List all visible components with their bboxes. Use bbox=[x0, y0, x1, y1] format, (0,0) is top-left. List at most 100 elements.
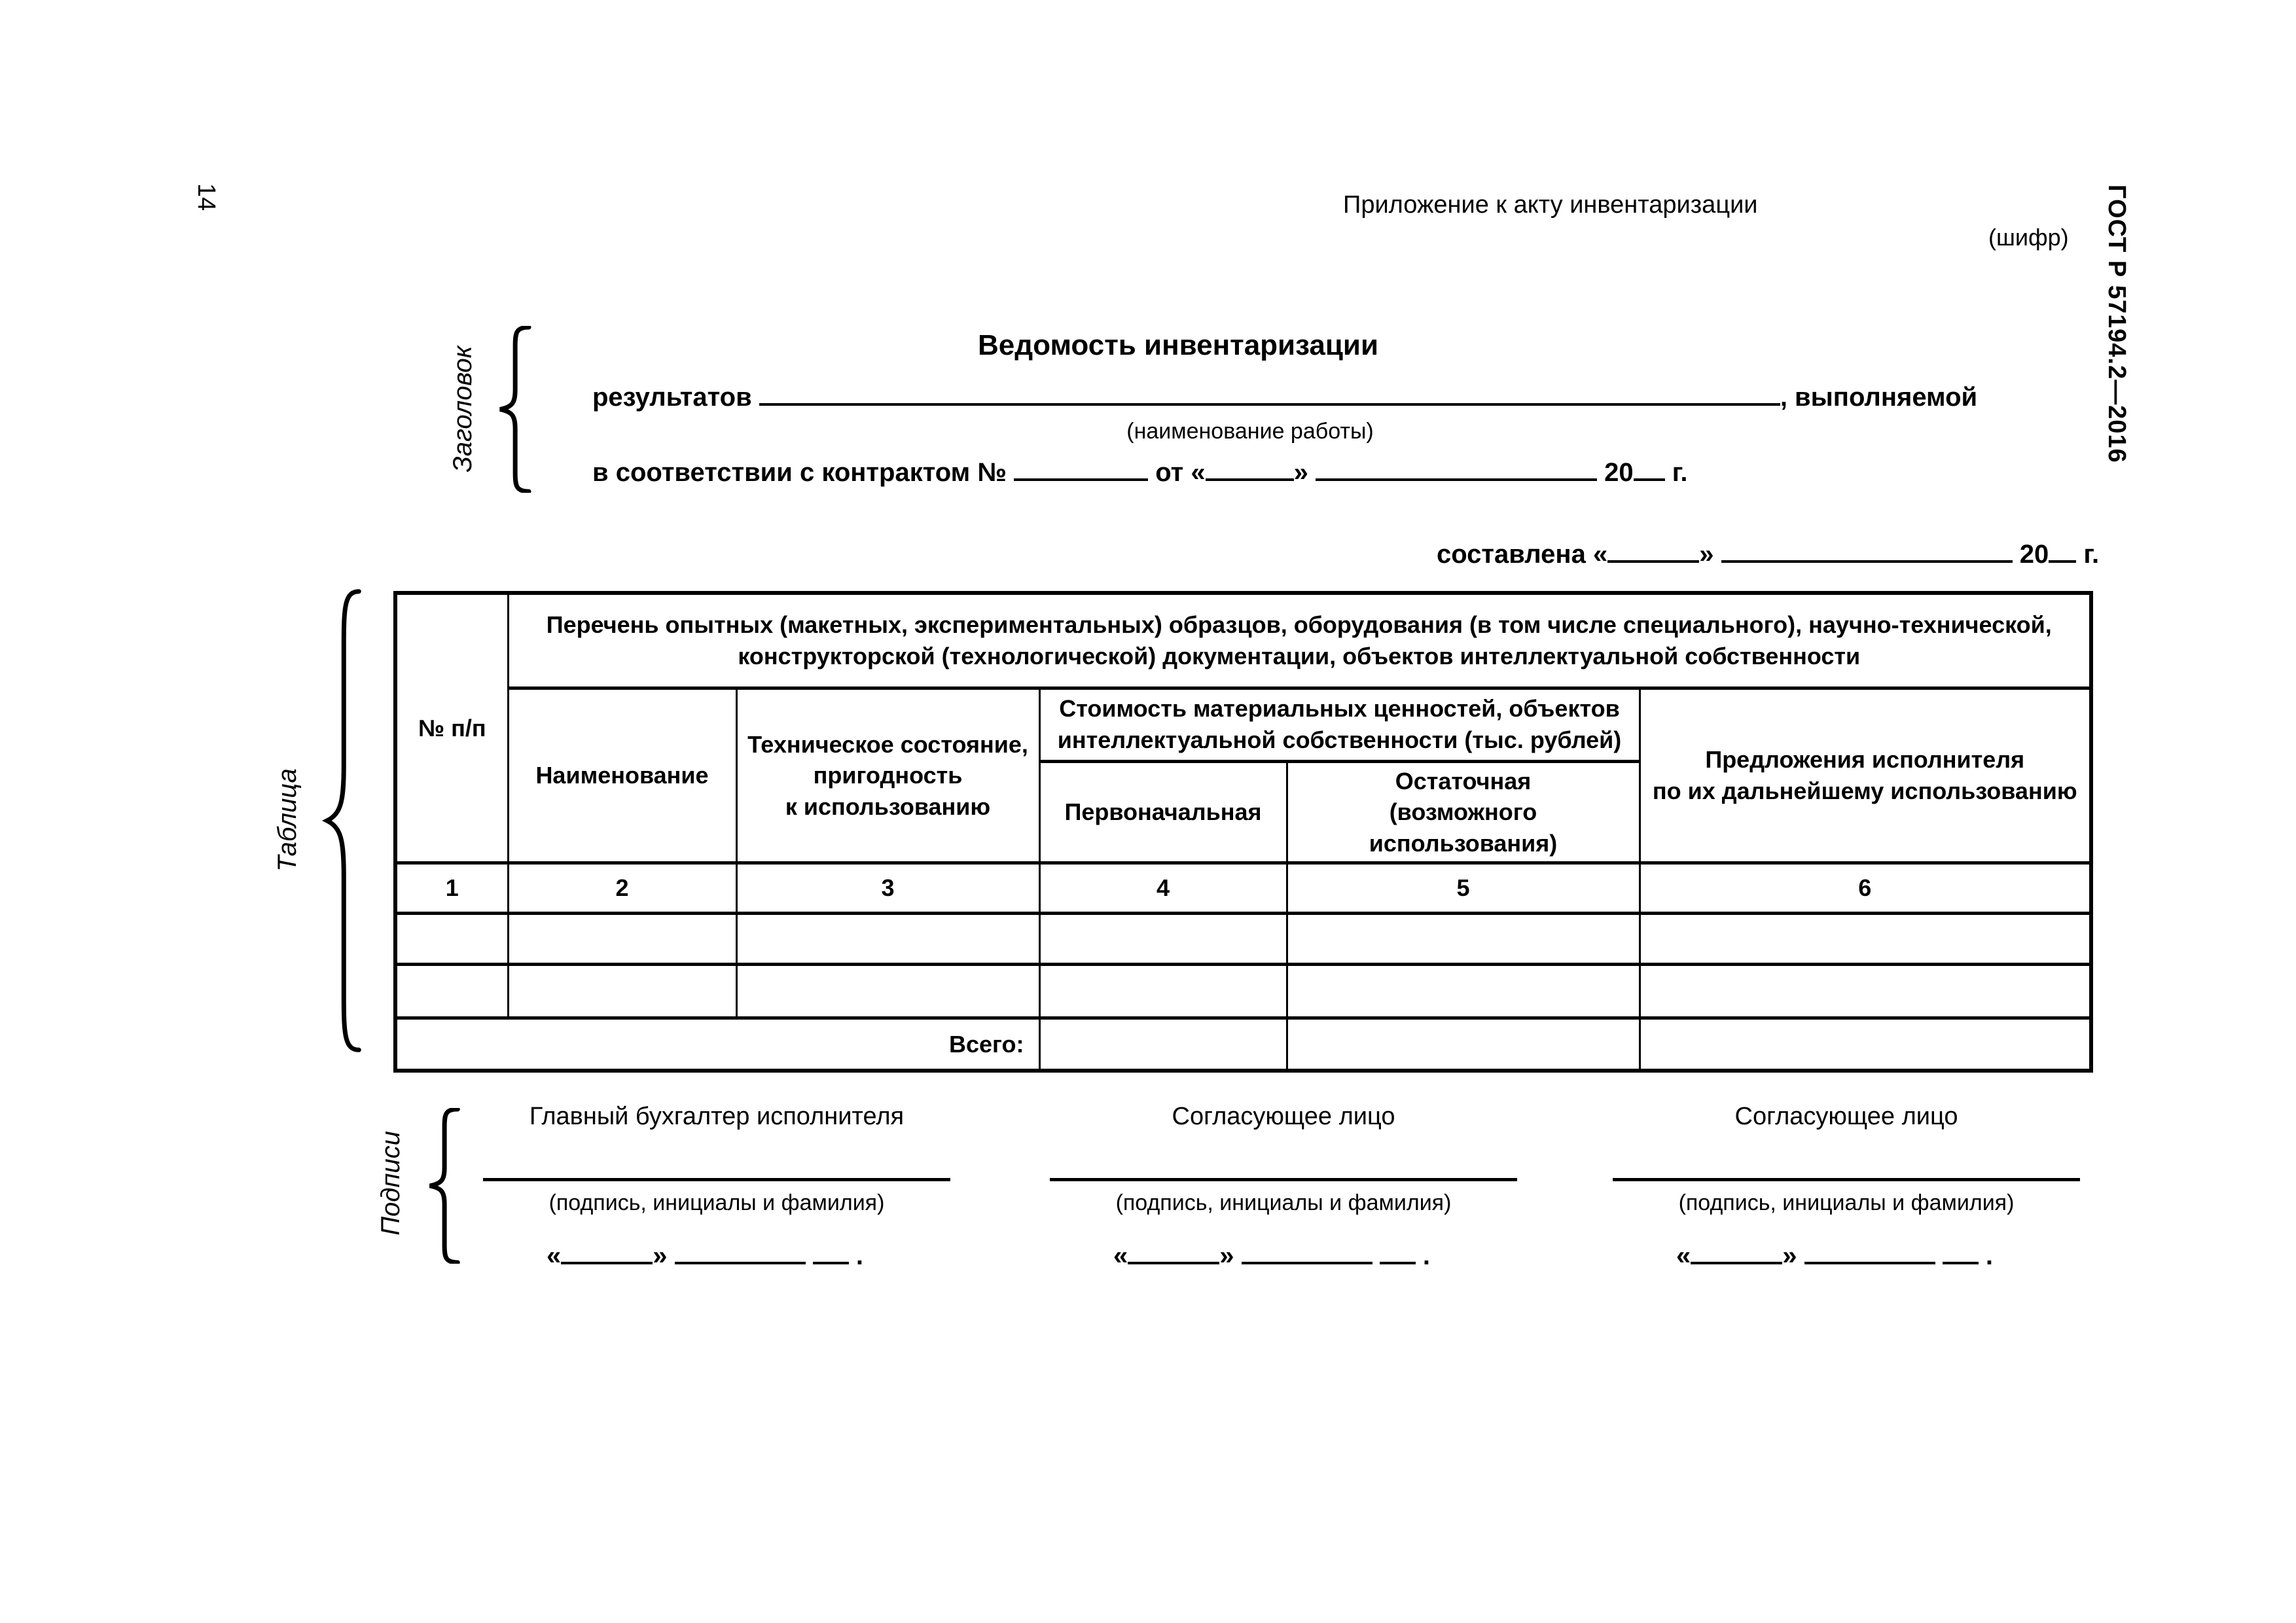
blank-line bbox=[1633, 456, 1665, 481]
gost-designation: ГОСТ Р 57194.2—2016 bbox=[2103, 185, 2130, 463]
composed-line: составлена «» 20 г. bbox=[1437, 538, 2099, 569]
table-row: № п/п Перечень опытных (макетных, экспер… bbox=[394, 591, 2091, 863]
blank-line bbox=[1128, 1240, 1220, 1264]
year-suffix: г. bbox=[2083, 540, 2100, 569]
signature-block-approver-2: Согласующее лицо (подпись, инициалы и фа… bbox=[1611, 1103, 2082, 1271]
header-cell-cost: Стоимость материальных ценностей, объект… bbox=[1038, 686, 1640, 761]
results-line: результатов , выполняемой bbox=[592, 381, 1977, 412]
signature-date-line: «» . bbox=[1676, 1240, 2082, 1271]
contract-prefix: в соответствии с контрактом № bbox=[592, 458, 1007, 487]
table-brace-icon bbox=[322, 588, 364, 1054]
empty-cell bbox=[507, 912, 736, 965]
column-number: 2 bbox=[507, 861, 736, 914]
signature-date-line: « » . bbox=[547, 1240, 952, 1271]
signatures-brace-icon bbox=[425, 1108, 462, 1264]
header-cell-tech-state: Техническое состояние, пригодность к исп… bbox=[735, 686, 1039, 863]
table-row: Первоначальная Остаточная (возможного ис… bbox=[395, 759, 2091, 863]
empty-cell bbox=[1285, 1016, 1640, 1071]
blank-line bbox=[1241, 1240, 1372, 1264]
column-number: 4 bbox=[1038, 861, 1287, 914]
open-quote: « bbox=[1191, 458, 1206, 487]
period: . bbox=[1985, 1241, 1993, 1270]
empty-cell bbox=[1285, 912, 1640, 965]
open-quote: « bbox=[547, 1241, 562, 1270]
signature-block-approver-1: Согласующее лицо (подпись, инициалы и фа… bbox=[1048, 1103, 1519, 1271]
signatures-section-label: Подписи bbox=[376, 1131, 405, 1236]
blank-line bbox=[1942, 1240, 1979, 1264]
inventory-table-wrap: № п/п Перечень опытных (макетных, экспер… bbox=[393, 591, 2093, 1073]
empty-cell bbox=[1638, 963, 2091, 1018]
open-quote: « bbox=[1113, 1241, 1128, 1270]
quoted-blank: «» bbox=[1676, 1241, 1797, 1270]
blank-line bbox=[674, 1240, 806, 1264]
empty-cell bbox=[1038, 912, 1287, 965]
column-number: 1 bbox=[394, 861, 508, 914]
empty-cell bbox=[1285, 963, 1640, 1018]
results-prefix: результатов bbox=[592, 383, 752, 412]
blank-line bbox=[1691, 1240, 1783, 1264]
signature-caption: (подпись, инициалы и фамилия) bbox=[548, 1190, 885, 1215]
header-cell-name: Наименование bbox=[507, 686, 736, 863]
cipher-caption: (шифр) bbox=[1988, 224, 2069, 251]
header-cell-cost-residual: Остаточная (возможного использования) bbox=[1285, 759, 1640, 863]
signature-role: Согласующее лицо bbox=[1734, 1103, 1958, 1130]
composed-prefix: составлена bbox=[1437, 540, 1586, 569]
header-brace-icon bbox=[495, 326, 533, 493]
close-quote: » bbox=[1699, 540, 1714, 569]
inventory-table: № п/п Перечень опытных (макетных, экспер… bbox=[393, 591, 2093, 1073]
year-suffix: г. bbox=[1672, 458, 1688, 487]
empty-cell bbox=[394, 912, 508, 965]
signature-line bbox=[1050, 1178, 1517, 1181]
blank-line bbox=[1379, 1240, 1416, 1264]
appendix-note: Приложение к акту инвентаризации bbox=[1343, 191, 1758, 219]
empty-data-row bbox=[394, 912, 2091, 965]
empty-cell bbox=[1638, 912, 2091, 965]
form-title: Ведомость инвентаризации bbox=[977, 329, 1379, 361]
table-row: Наименование Техническое состояние, приг… bbox=[395, 686, 2091, 863]
column-number: 5 bbox=[1285, 861, 1640, 914]
empty-data-row bbox=[394, 963, 2091, 1018]
column-number: 6 bbox=[1638, 861, 2091, 914]
header-section-label: Заголовок bbox=[448, 346, 477, 473]
period: . bbox=[855, 1241, 863, 1270]
header-cell-npp: № п/п bbox=[394, 591, 508, 863]
empty-cell bbox=[1638, 1016, 2091, 1071]
contract-from: от bbox=[1155, 458, 1184, 487]
open-quote: « bbox=[1676, 1241, 1691, 1270]
close-quote: » bbox=[1219, 1241, 1234, 1270]
table-section-label: Таблица bbox=[273, 768, 302, 872]
contract-line: в соответствии с контрактом № от «» 20 г… bbox=[592, 456, 1688, 488]
quoted-blank: «» bbox=[1593, 540, 1714, 569]
page-number: 14 bbox=[192, 183, 220, 211]
blank-line bbox=[1721, 538, 2013, 563]
blank-line bbox=[561, 1240, 653, 1264]
signature-caption: (подпись, инициалы и фамилия) bbox=[1678, 1190, 2015, 1215]
column-number: 3 bbox=[735, 861, 1039, 914]
blank-line bbox=[759, 381, 1780, 406]
close-quote: » bbox=[653, 1241, 668, 1270]
blank-line bbox=[1607, 538, 1700, 563]
signature-block-chief-accountant: Главный бухгалтер исполнителя (подпись, … bbox=[481, 1103, 952, 1271]
open-quote: « bbox=[1592, 540, 1608, 569]
empty-cell bbox=[394, 963, 508, 1018]
signature-line bbox=[483, 1178, 950, 1181]
empty-cell bbox=[507, 963, 736, 1018]
quoted-blank: «» bbox=[1113, 1241, 1234, 1270]
column-numbers-row: 1 2 3 4 5 6 bbox=[394, 861, 2091, 914]
signature-caption: (подпись, инициалы и фамилия) bbox=[1115, 1190, 1452, 1215]
total-row: Всего: bbox=[394, 1016, 2091, 1071]
quoted-blank: «» bbox=[1191, 458, 1308, 487]
empty-cell bbox=[1038, 1016, 1287, 1071]
period: . bbox=[1422, 1241, 1430, 1270]
header-cell-proposals: Предложения исполнителя по их дальнейшем… bbox=[1638, 686, 2091, 863]
signature-date-line: «» . bbox=[1113, 1240, 1519, 1271]
year-prefix: 20 bbox=[1604, 458, 1634, 487]
total-label-cell: Всего: bbox=[394, 1016, 1039, 1071]
blank-line bbox=[1316, 456, 1597, 481]
blank-line bbox=[1014, 456, 1149, 481]
signature-role: Главный бухгалтер исполнителя bbox=[529, 1103, 905, 1130]
empty-cell bbox=[1038, 963, 1287, 1018]
close-quote: » bbox=[1293, 458, 1308, 487]
blank-line bbox=[812, 1240, 849, 1264]
